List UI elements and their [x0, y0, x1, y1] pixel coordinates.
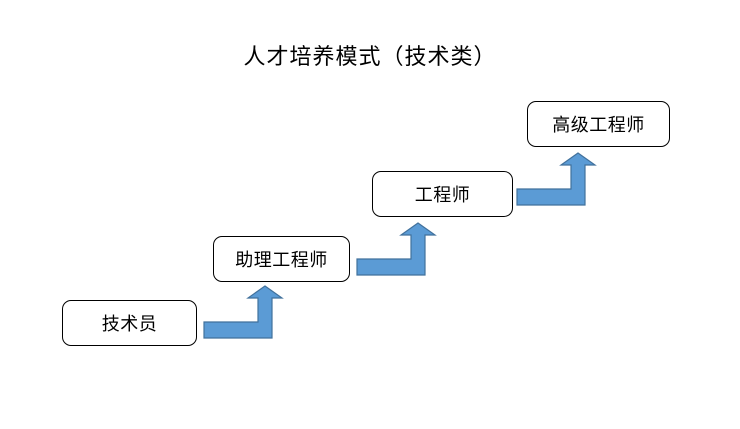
node-assistant-engineer[interactable]: 助理工程师	[213, 236, 350, 282]
flow-arrow-assistant-engineer-to-engineer	[356, 222, 446, 277]
node-technician[interactable]: 技术员	[62, 300, 197, 346]
node-label: 工程师	[414, 185, 471, 206]
node-label: 技术员	[101, 314, 158, 335]
arrow-shape	[356, 222, 437, 276]
node-label: 高级工程师	[552, 115, 645, 136]
flow-arrow-technician-to-assistant-engineer	[203, 285, 293, 340]
page-title: 人才培养模式（技术类）	[243, 45, 497, 70]
arrow-shape	[203, 285, 284, 339]
flow-arrow-engineer-to-senior-engineer	[516, 152, 606, 207]
node-engineer[interactable]: 工程师	[372, 171, 513, 217]
arrow-shape	[516, 152, 597, 206]
node-senior-engineer[interactable]: 高级工程师	[527, 101, 670, 147]
node-label: 助理工程师	[235, 250, 328, 271]
